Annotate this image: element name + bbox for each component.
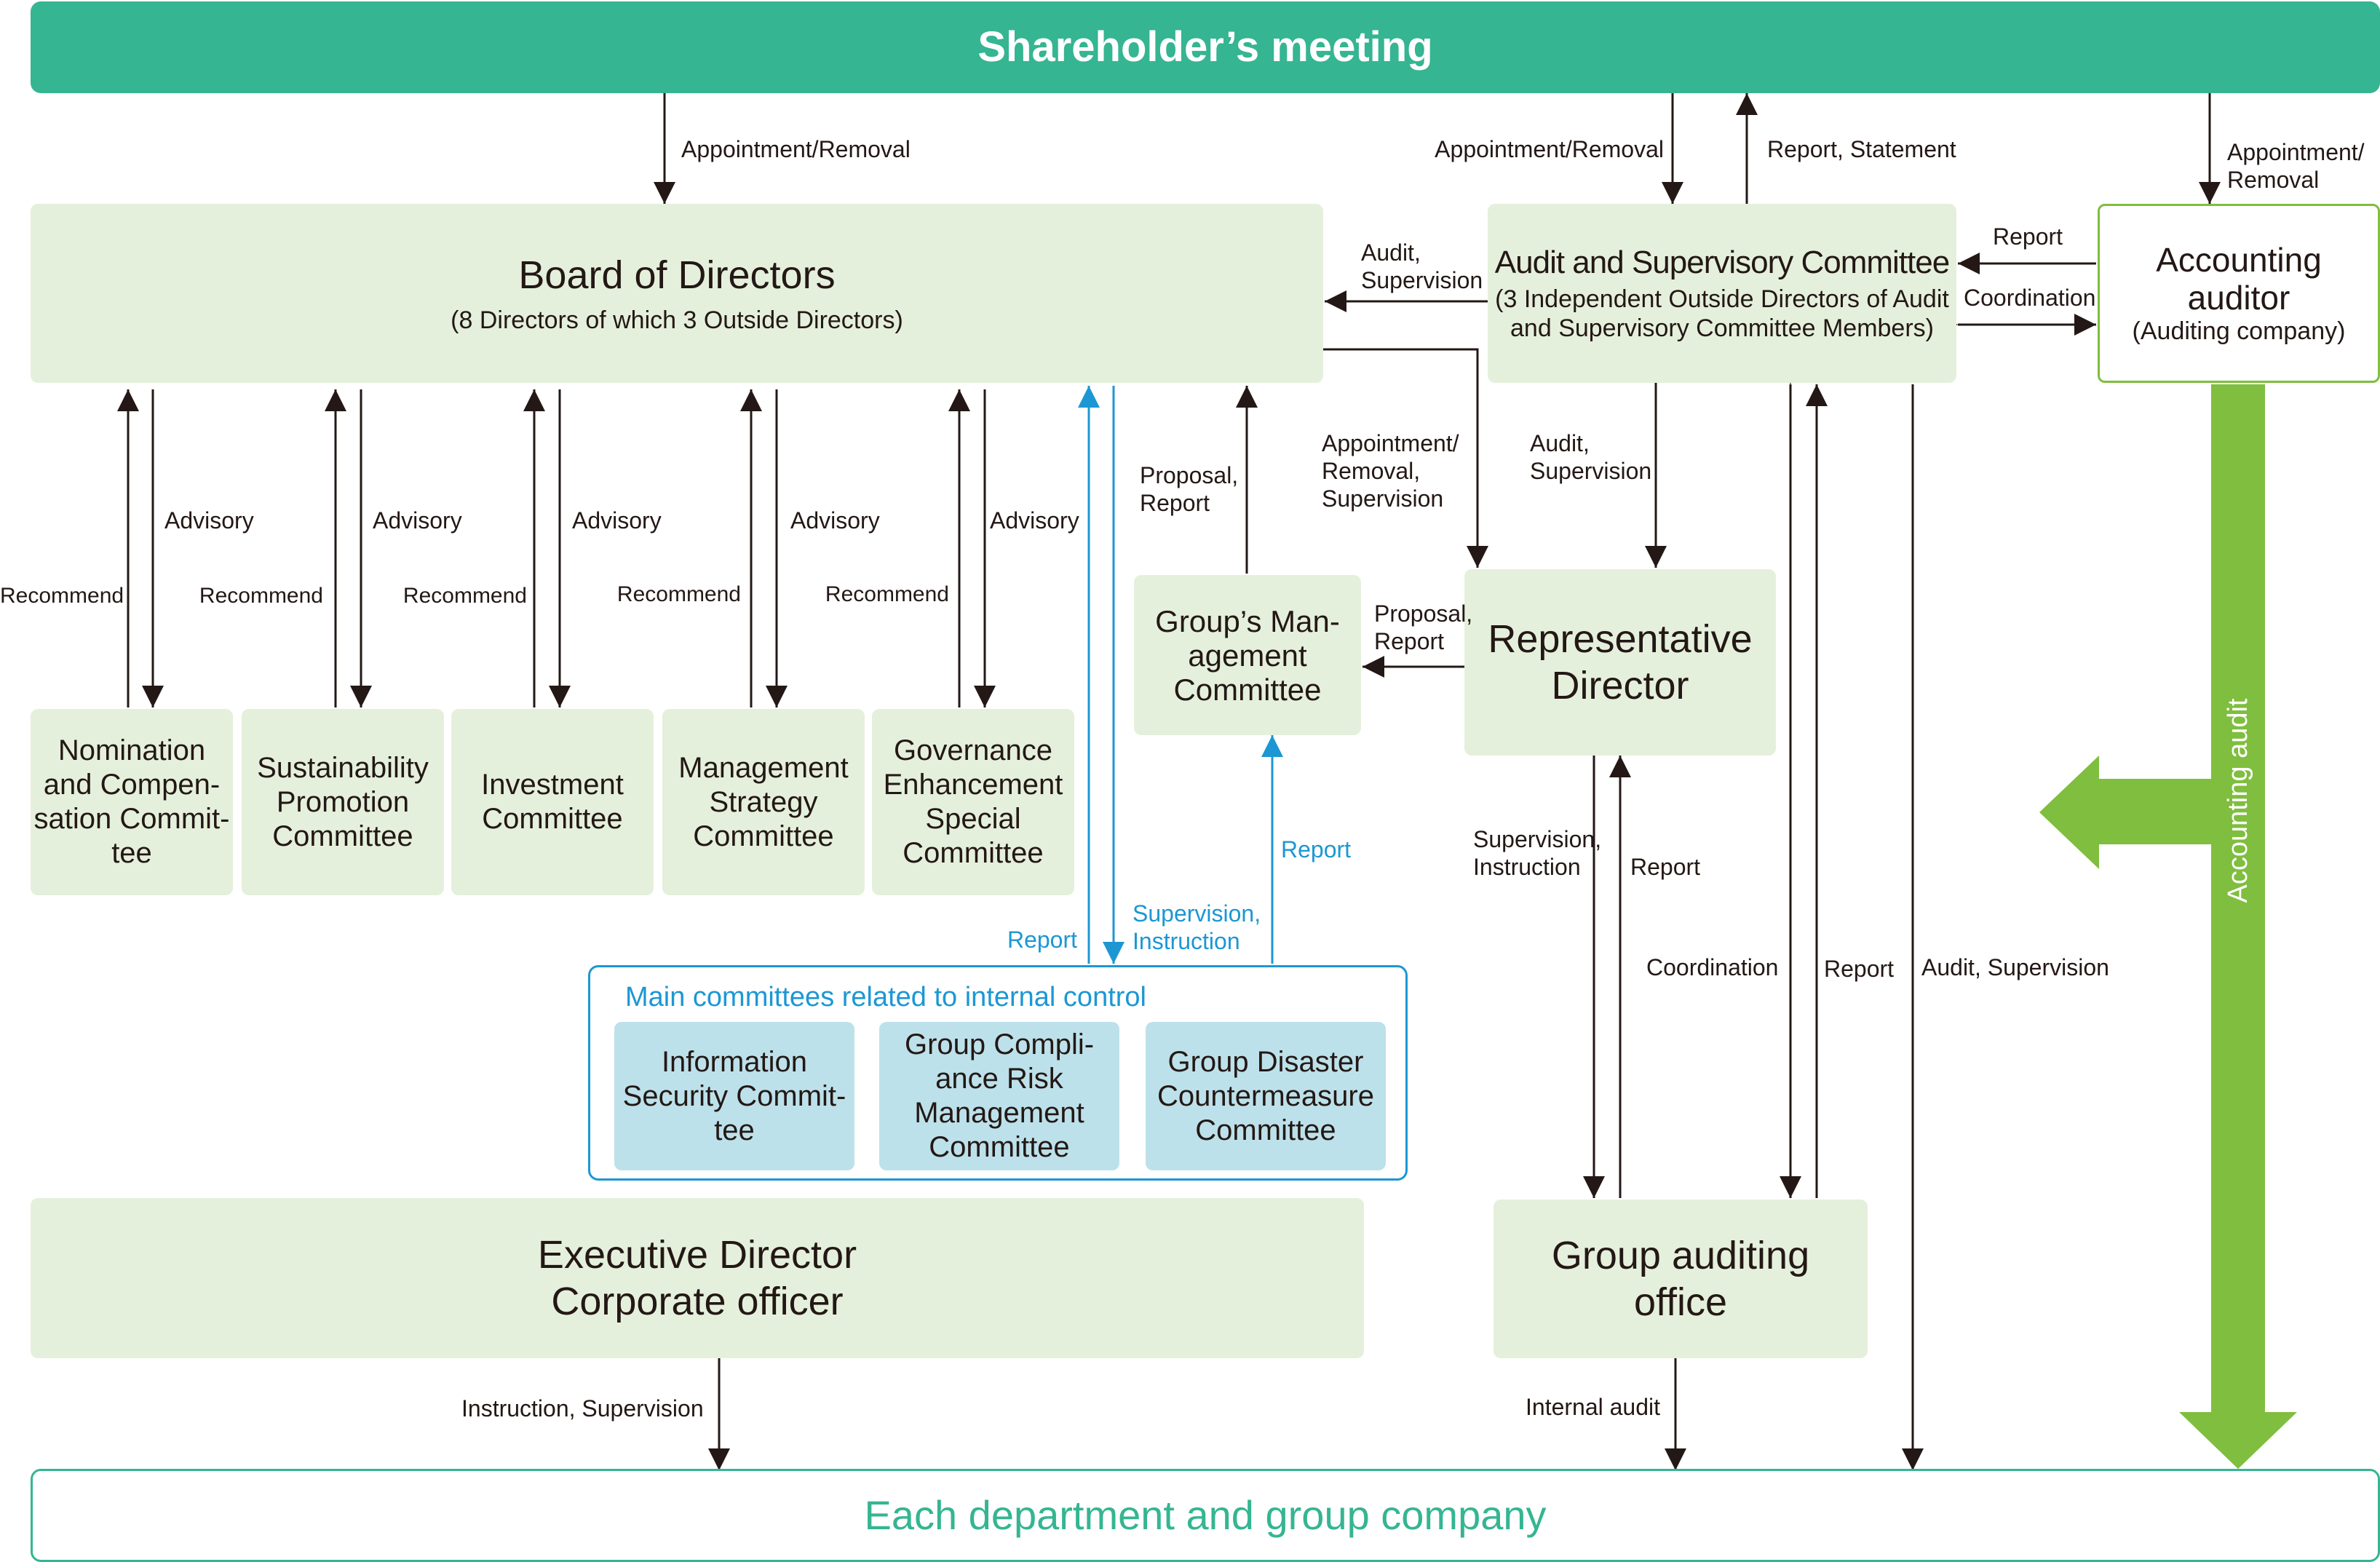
label-advisory-1: Advisory [164,507,254,534]
group-disaster-countermeasure-committee: Group Disaster Countermeasure Committee [1146,1022,1386,1170]
board-subtitle: (8 Directors of which 3 Outside Director… [451,306,903,334]
label-appointment-removal-supervision: Appointment/ Removal, Supervision [1322,430,1459,512]
nomination-compensation-committee: Nomination and Compen- sation Commit- te… [31,709,233,895]
committee-name: Sustainability Promotion Committee [257,751,429,852]
label-advisory-5: Advisory [990,507,1079,534]
group-compliance-risk-committee: Group Compli- ance Risk Management Commi… [879,1022,1119,1170]
label-instruction-supervision: Instruction, Supervision [461,1395,704,1422]
label-recommend-3: Recommend [402,584,527,608]
group-mgmt-title: Group’s Man- agement Committee [1155,603,1340,707]
audit-committee-title: Audit and Supervisory Committee [1494,245,1950,280]
committee-name: Nomination and Compen- sation Commit- te… [33,734,230,869]
label-coordination-accounting: Coordination [1964,285,2096,311]
label-audit-supervision-rep: Audit, Supervision [1530,430,1652,484]
committee-name: Management Strategy Committee [678,751,849,852]
board-title: Board of Directors [518,253,836,297]
shareholders-meeting: Shareholder’s meeting [31,1,2380,93]
label-supervision-instruction-rep: Supervision, Instruction [1473,826,1602,880]
committee-name: Investment Committee [481,769,624,835]
label-report-office: Report [1824,956,1895,982]
sustainability-promotion-committee: Sustainability Promotion Committee [242,709,444,895]
shareholders-meeting-title: Shareholder’s meeting [977,23,1433,71]
each-department-group-company: Each department and group company [31,1469,2380,1562]
group-management-committee: Group’s Man- agement Committee [1134,575,1361,735]
information-security-committee: Information Security Commit- tee [614,1022,854,1170]
label-recommend-5: Recommend [825,582,949,606]
management-strategy-committee: Management Strategy Committee [662,709,865,895]
committee-name: Group Compli- ance Risk Management Commi… [904,1028,1095,1163]
audit-committee-subtitle: (3 Independent Outside Directors of Audi… [1495,285,1949,342]
accounting-auditor: Accounting auditor (Auditing company) [2098,204,2380,383]
label-report-statement: Report, Statement [1767,136,1956,162]
rep-director-title: Representative Director [1488,617,1753,707]
label-accounting-audit: Accounting audit [2223,698,2253,903]
executive-director: Executive Director Corporate officer [31,1198,1364,1358]
label-appointment-removal-accounting: Appointment/ Removal [2227,139,2365,193]
label-audit-supervision-board: Audit, Supervision [1361,239,1483,293]
committee-name: Governance Enhancement Special Committee [883,734,1063,869]
label-appointment-removal: Appointment/Removal [681,136,911,162]
label-recommend-1: Recommend [0,584,124,608]
audit-supervisory-committee: Audit and Supervisory Committee (3 Indep… [1488,204,1956,383]
label-report-group-mgmt: Report [1281,836,1352,863]
label-coordination-office: Coordination [1646,954,1779,980]
label-appointment-removal-audit: Appointment/Removal [1435,136,1664,162]
group-audit-office-title: Group auditing office [1551,1234,1810,1324]
label-internal-audit: Internal audit [1526,1394,1661,1420]
label-recommend-2: Recommend [199,584,323,608]
label-report-rep: Report [1630,854,1701,880]
representative-director: Representative Director [1464,569,1776,756]
accounting-auditor-subtitle: (Auditing company) [2132,317,2346,345]
board-of-directors: Board of Directors (8 Directors of which… [31,204,1323,383]
label-audit-supervision-dept: Audit, Supervision [1921,954,2109,980]
group-auditing-office: Group auditing office [1494,1200,1868,1358]
label-advisory-2: Advisory [373,507,462,534]
accounting-audit-side-arrow [2039,756,2211,869]
label-supervision-instruction-ic: Supervision, Instruction [1133,900,1261,954]
departments-title: Each department and group company [864,1492,1547,1538]
investment-committee: Investment Committee [451,709,654,895]
label-report-accounting: Report [1993,223,2063,250]
internal-control-title: Main committees related to internal cont… [625,982,1146,1012]
governance-enhancement-committee: Governance Enhancement Special Committee [872,709,1074,895]
label-advisory-3: Advisory [572,507,662,534]
label-advisory-4: Advisory [790,507,880,534]
label-recommend-4: Recommend [616,582,741,606]
accounting-audit-arrow [2179,384,2297,1469]
label-report-ic: Report [1007,927,1077,953]
label-proposal-report-board: Proposal, Report [1140,462,1239,516]
executive-title: Executive Director Corporate officer [537,1233,857,1323]
committee-name: Group Disaster Countermeasure Committee [1157,1045,1374,1146]
label-proposal-report-group: Proposal, Report [1374,600,1473,654]
accounting-auditor-title: Accounting auditor [2156,241,2322,317]
committee-name: Information Security Commit- tee [622,1045,846,1146]
arrow-board-to-rep [1323,348,1488,568]
